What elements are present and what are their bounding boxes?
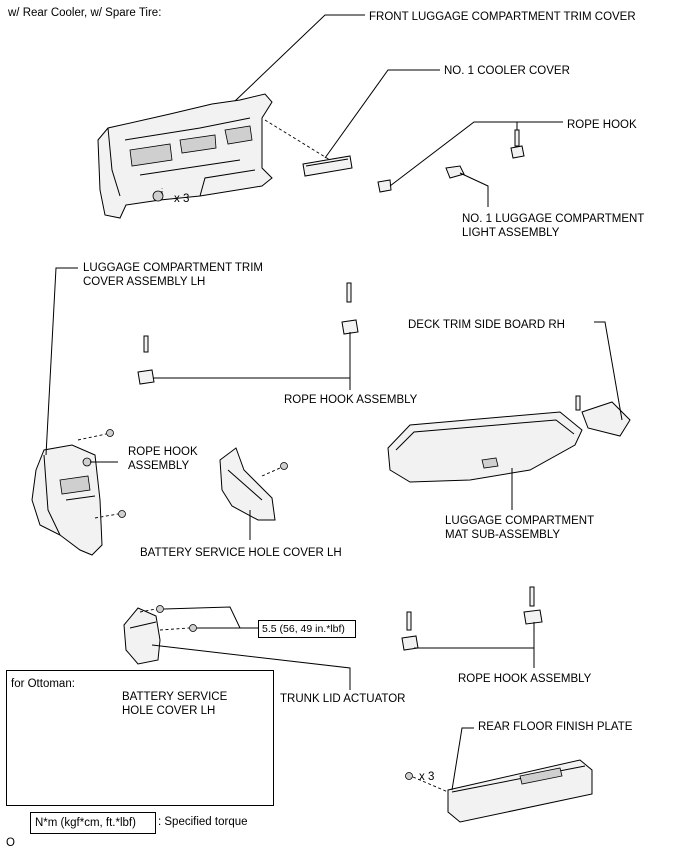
qty-label-front-trim: x 3: [174, 193, 190, 205]
front-trim-cover-part: [97, 93, 273, 219]
qty-label-rear-floor: x 3: [419, 771, 435, 783]
trim-cover-bolts: [82, 429, 126, 518]
label-ottoman-battery-cover-2: HOLE COVER LH: [122, 705, 216, 717]
rope-hook-part: [510, 129, 525, 159]
trunk-lid-actuator-part: [123, 605, 197, 665]
condition-heading: w/ Rear Cooler, w/ Spare Tire:: [8, 7, 162, 19]
label-trunk-lid-actuator: TRUNK LID ACTUATOR: [280, 693, 406, 705]
label-front-trim-cover: FRONT LUGGAGE COMPARTMENT TRIM COVER: [369, 11, 636, 23]
label-rear-floor-plate: REAR FLOOR FINISH PLATE: [478, 721, 633, 733]
label-rope-hook: ROPE HOOK: [567, 119, 637, 131]
label-light-assembly-1: NO. 1 LUGGAGE COMPARTMENT: [462, 213, 645, 225]
torque-box: 5.5 (56, 49 in.*lbf): [258, 620, 356, 638]
footer-code: O: [6, 837, 15, 849]
rope-hook-assembly-right-parts: [401, 586, 543, 651]
label-no1-cooler-cover: NO. 1 COOLER COVER: [444, 65, 570, 77]
rope-hook-assembly-parts: [137, 282, 359, 385]
label-light-assembly-2: LIGHT ASSEMBLY: [462, 227, 560, 239]
light-assembly-part: [445, 165, 465, 179]
rear-floor-plate-part: [405, 759, 593, 823]
label-ottoman-battery-cover-1: BATTERY SERVICE: [122, 691, 228, 703]
label-rope-hook-assembly-2: ROPE HOOK ASSEMBLY: [458, 673, 592, 685]
trim-cover-lh-part: [31, 444, 103, 556]
label-luggage-mat-1: LUGGAGE COMPARTMENT: [445, 515, 595, 527]
luggage-mat-part: [387, 411, 583, 483]
label-trim-cover-lh-2: COVER ASSEMBLY LH: [83, 276, 206, 288]
legend-unit: N*m (kgf*cm, ft.*lbf): [35, 817, 136, 829]
legend-meaning: : Specified torque: [158, 816, 248, 828]
deck-trim-side-board-part: [575, 395, 631, 437]
rope-hook-small-part: [377, 179, 392, 193]
torque-value: 5.5 (56, 49 in.*lbf): [262, 623, 345, 635]
battery-cover-lh-part: [219, 447, 288, 521]
label-rope-hook-assembly-small-1: ROPE HOOK: [128, 446, 198, 458]
label-rope-hook-assembly-1: ROPE HOOK ASSEMBLY: [284, 394, 418, 406]
legend-unit-box: N*m (kgf*cm, ft.*lbf): [30, 812, 156, 834]
no1-cooler-cover-part: [302, 155, 353, 177]
label-deck-trim-side-board: DECK TRIM SIDE BOARD RH: [408, 319, 565, 331]
label-trim-cover-lh-1: LUGGAGE COMPARTMENT TRIM: [83, 262, 263, 274]
ottoman-panel: for Ottoman:: [6, 670, 274, 806]
label-battery-cover-lh: BATTERY SERVICE HOLE COVER LH: [140, 547, 342, 559]
label-luggage-mat-2: MAT SUB-ASSEMBLY: [445, 529, 561, 541]
label-rope-hook-assembly-small-2: ASSEMBLY: [128, 460, 190, 472]
ottoman-title: for Ottoman:: [11, 678, 75, 690]
